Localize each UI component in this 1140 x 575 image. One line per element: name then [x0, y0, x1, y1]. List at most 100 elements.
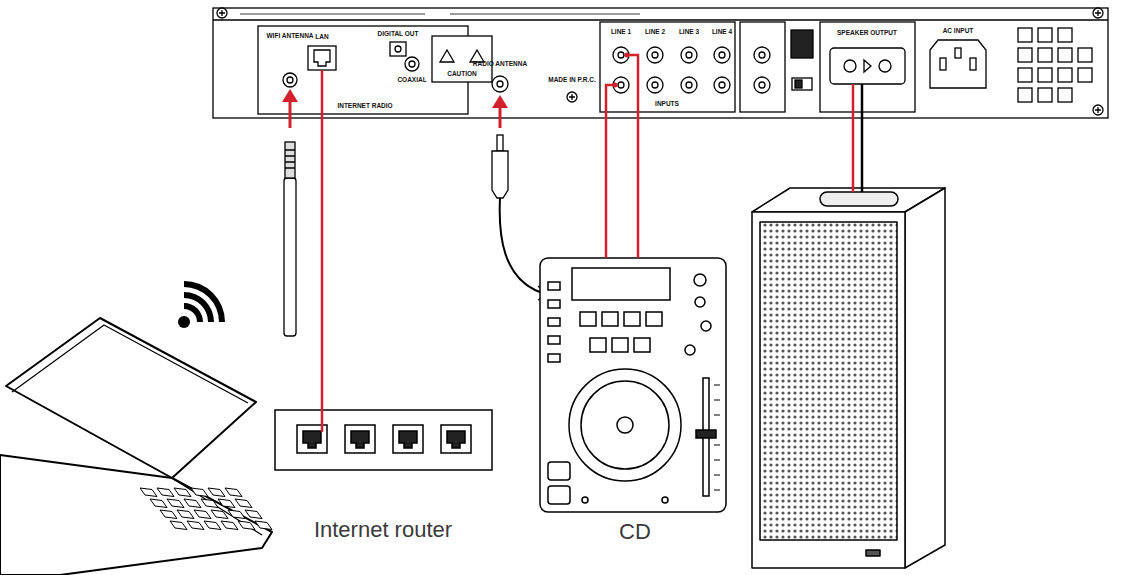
cd-button	[662, 497, 668, 503]
lan-cable-end	[321, 410, 324, 432]
cd-button	[646, 312, 662, 326]
outputs-section	[740, 22, 785, 112]
sticker	[791, 30, 813, 58]
laptop-key	[160, 510, 177, 519]
rca-jack	[714, 47, 730, 63]
jog-wheel-hub	[617, 417, 633, 433]
wifi-antenna-jack	[283, 73, 297, 87]
antenna-cable	[500, 198, 545, 294]
cd-button	[548, 336, 560, 344]
radio-antenna-jack	[492, 76, 508, 92]
arrow-shaft	[499, 106, 502, 128]
red-arrows	[282, 89, 508, 128]
laptop-key	[177, 510, 194, 519]
arrow-head	[492, 95, 508, 108]
laptop-key	[245, 510, 262, 519]
cd-knob	[701, 321, 711, 331]
jog-wheel	[569, 369, 681, 481]
laptop-key	[211, 510, 228, 519]
lan-cable-end	[321, 70, 324, 118]
panel-label: WIFI ANTENNA	[266, 33, 313, 40]
cd-knob	[685, 345, 695, 355]
pitch-knob	[696, 430, 716, 438]
cd-button	[548, 318, 560, 326]
device-label: CD	[619, 521, 651, 543]
router-port	[441, 425, 471, 453]
speaker-grille	[760, 222, 897, 540]
rca-jack	[647, 77, 663, 93]
cd-button	[602, 312, 618, 326]
rca-jack	[714, 77, 730, 93]
panel-label: LINE 3	[679, 29, 699, 36]
laptop-key	[191, 488, 208, 497]
laptop-key	[238, 521, 255, 530]
selector-switch	[792, 78, 812, 90]
cd-play-button	[548, 462, 570, 480]
rca-jack	[613, 47, 629, 63]
cd-knob	[695, 297, 705, 307]
laptop-key	[221, 521, 238, 530]
laptop-key	[235, 499, 252, 508]
laptop-key	[140, 488, 157, 497]
cd-node: CD	[540, 258, 726, 548]
laptop-key	[167, 499, 184, 508]
speaker-output-section	[820, 22, 915, 112]
panel-label: INTERNET RADIO	[337, 103, 392, 110]
rca-jack	[647, 47, 663, 63]
rca-jack	[613, 77, 629, 93]
laptop-key	[174, 488, 191, 497]
cd-player	[540, 258, 726, 512]
connectors	[322, 118, 638, 410]
cable-plug	[625, 53, 630, 58]
plug-body	[492, 151, 508, 198]
laptop-key	[255, 521, 272, 530]
panel-label: LINE 2	[645, 29, 665, 36]
cd-button	[548, 282, 560, 290]
panel-label: LINE 4	[712, 29, 732, 36]
laptop-key	[184, 499, 201, 508]
cable	[637, 118, 640, 258]
lan-port	[308, 46, 336, 70]
wifi-dot	[178, 316, 190, 328]
antenna-connector	[285, 142, 295, 178]
terminal-block	[830, 48, 905, 84]
inputs-section	[600, 22, 735, 112]
router-node: Internet router	[275, 410, 493, 545]
pitch-scale	[714, 385, 720, 490]
speaker	[752, 188, 945, 568]
arrow-shaft	[289, 100, 292, 128]
wifi-arc	[184, 303, 203, 322]
router-port	[393, 425, 423, 453]
rca-jack	[754, 77, 770, 93]
laptop-lid	[6, 318, 256, 478]
speaker-badge	[866, 550, 880, 556]
router-body	[275, 410, 492, 470]
laptop-key	[170, 521, 187, 530]
vent-grid	[1018, 28, 1092, 102]
speaker-side	[905, 188, 945, 568]
cd-button	[548, 354, 560, 362]
cd-button	[634, 338, 650, 352]
laptop-key	[228, 510, 245, 519]
audio-cable	[606, 85, 613, 258]
audio-cable-end	[629, 55, 638, 118]
speaker-cable-red	[852, 84, 855, 192]
panel-label: LINE 1	[611, 29, 631, 36]
panel-label: RADIO ANTENNA	[473, 61, 527, 68]
cable	[321, 118, 324, 410]
panel-label: AC INPUT	[943, 28, 974, 35]
laptop-key	[208, 488, 225, 497]
panel-label: INPUTS	[655, 101, 679, 108]
cd-button	[590, 338, 606, 352]
panel-label: SPEAKER OUTPUT	[837, 30, 897, 37]
laptop-key	[194, 510, 211, 519]
cable-plug	[613, 83, 618, 88]
panel-label: DIGITAL OUT	[378, 31, 419, 38]
cd-button	[612, 338, 628, 352]
speaker-cable-black	[861, 84, 864, 192]
cd-cue-button	[548, 486, 570, 504]
plug-tip	[497, 135, 503, 151]
